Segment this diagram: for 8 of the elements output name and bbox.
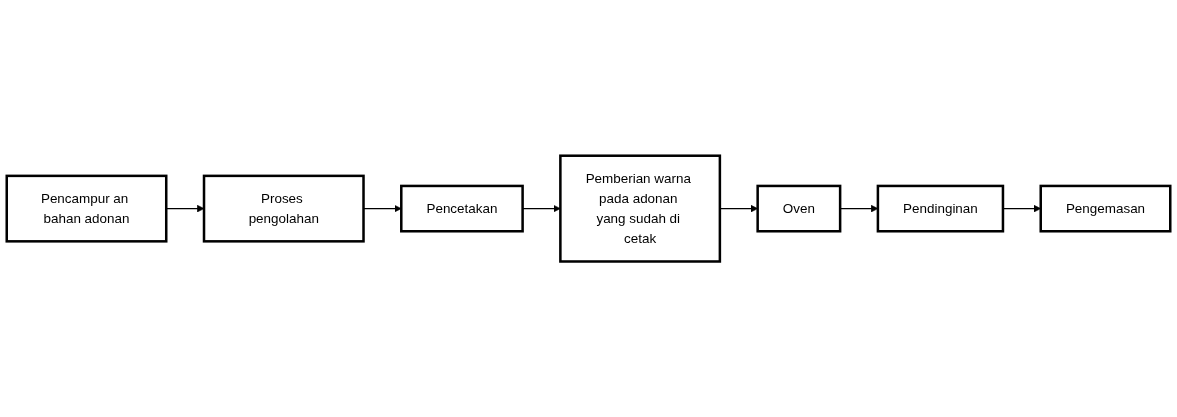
arrow	[719, 204, 758, 213]
node-box: Pengemasan	[1039, 184, 1172, 233]
node-box: Pencampur an bahan adonan	[5, 174, 168, 243]
node-box: Pendinginan	[876, 184, 1005, 233]
node-box: Pencetakan	[400, 184, 524, 233]
node-box: Oven	[756, 184, 842, 233]
node-box: Pemberian warna pada adonan yang sudah di cetak	[559, 154, 722, 263]
node-box: Proses pengolahan	[202, 174, 365, 243]
